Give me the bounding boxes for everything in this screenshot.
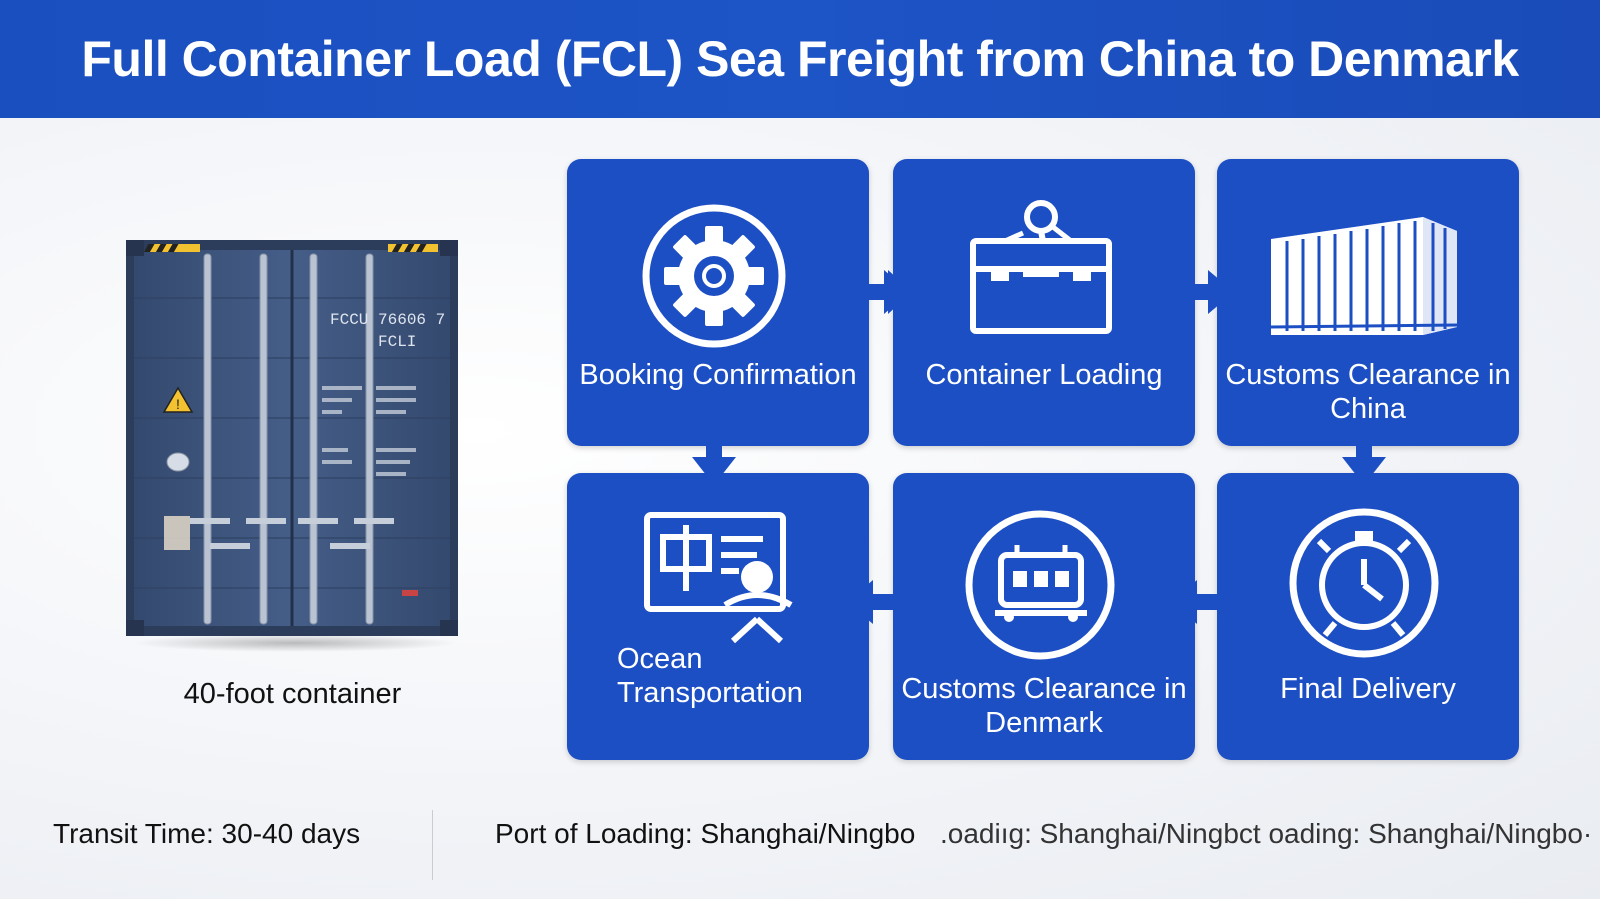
container-code: FCCU 76606 7: [330, 311, 445, 329]
page-title: Full Container Load (FCL) Sea Freight fr…: [81, 31, 1519, 87]
step-customs-clearance-china: Customs Clearance in China: [1217, 159, 1519, 446]
alarm-clock-icon: [1289, 508, 1439, 658]
step-container-loading: Container Loading: [893, 159, 1195, 446]
container-illustration: ! FCCU 76606 7 FCLI: [120, 238, 465, 652]
ocean-transport-icon: [644, 512, 793, 644]
step-label: Customs Clearance in China: [1225, 359, 1511, 425]
port-of-loading: Port of Loading: Shanghai/Ningbo: [495, 818, 916, 849]
step-label: Container Loading: [925, 359, 1163, 391]
title-banner: Full Container Load (FCL) Sea Freight fr…: [0, 0, 1600, 118]
container-caption: 40-foot container: [183, 678, 402, 710]
customs-vehicle-icon: [965, 510, 1115, 660]
arrow-down-icon: [692, 437, 736, 485]
arrow-left-icon: [1171, 580, 1221, 624]
container-shadow: [130, 634, 460, 652]
container-type-code: FCLI: [378, 333, 416, 351]
arrow-left-icon: [847, 580, 897, 624]
container-loading-icon: [970, 200, 1112, 334]
transit-time: Transit Time: 30-40 days: [53, 818, 361, 849]
port-of-loading-repeat: .oadiıg: Shanghai/Ningbct oading: Shangh…: [940, 818, 1590, 849]
step-ocean-transportation: Ocean Transportation: [567, 473, 869, 760]
step-label: Booking Confirmation: [579, 359, 857, 391]
svg-text:!: !: [176, 396, 180, 412]
step-label: Customs Clearance in Denmark: [901, 673, 1187, 739]
shipping-container-image: ! FCCU 76606 7 FCLI: [126, 240, 458, 636]
arrow-right-icon: [1184, 270, 1234, 314]
step-final-delivery: Final Delivery: [1217, 473, 1519, 760]
step-customs-clearance-denmark: Customs Clearance in Denmark: [893, 473, 1195, 760]
arrow-right-icon: [860, 270, 912, 314]
gear-icon: [642, 204, 786, 348]
step-booking-confirmation: Booking Confirmation: [567, 159, 869, 446]
step-label: Ocean Transportation: [617, 643, 803, 709]
shipping-container-icon: [1270, 217, 1458, 335]
step-label: Final Delivery: [1280, 673, 1456, 705]
footer-divider: [432, 810, 433, 880]
arrow-down-icon: [1342, 437, 1386, 485]
